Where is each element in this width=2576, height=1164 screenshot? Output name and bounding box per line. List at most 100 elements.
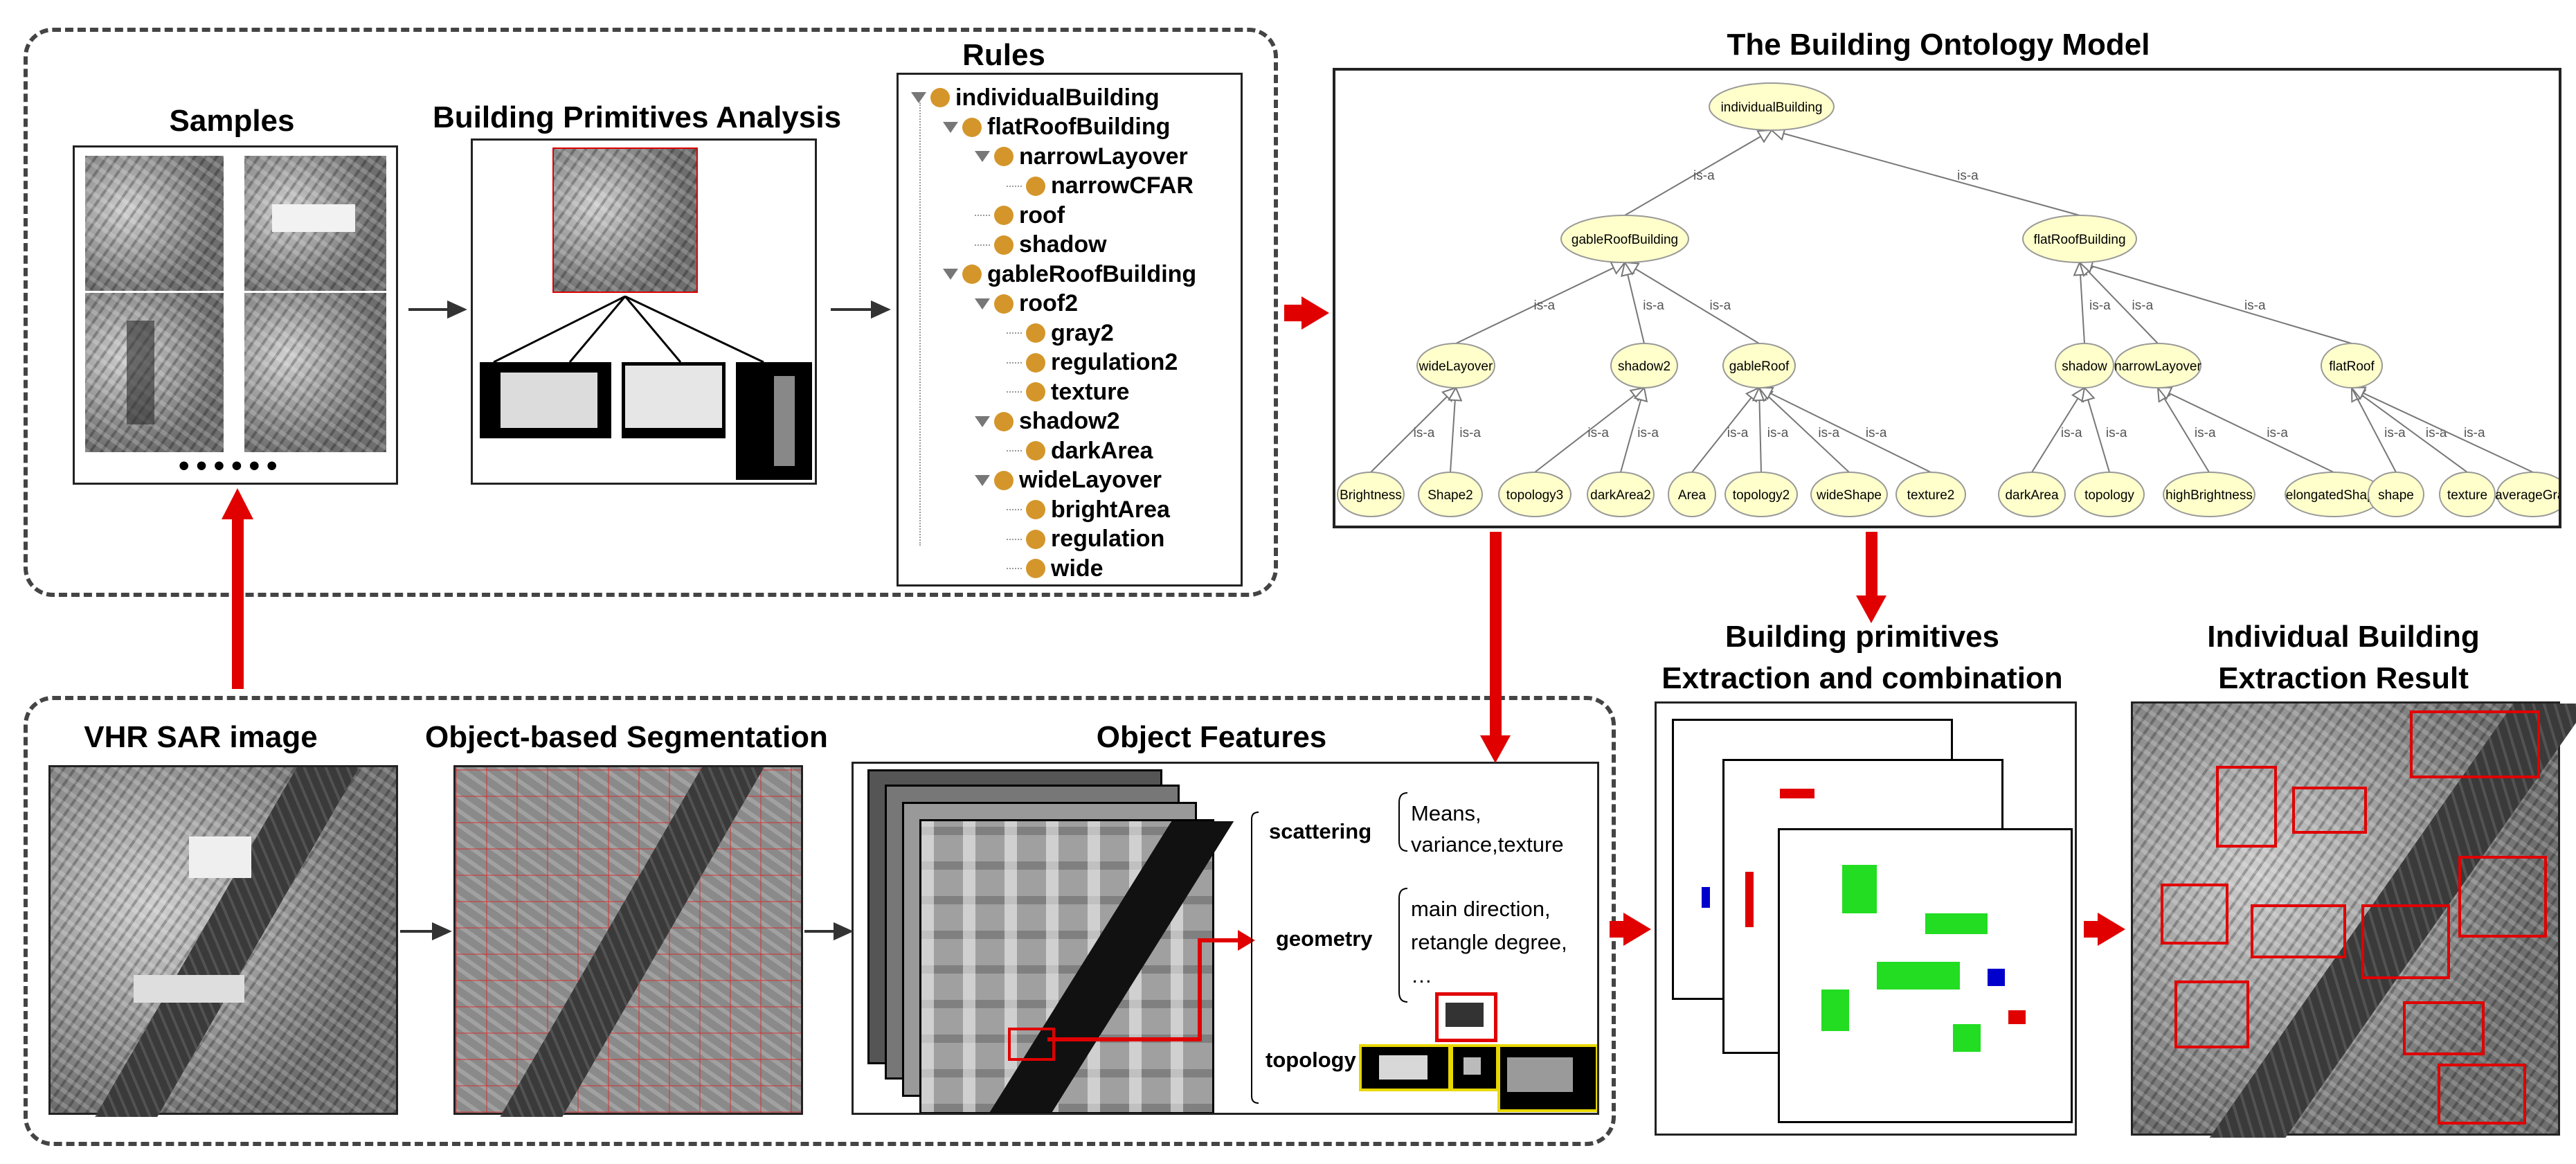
rules-tree-item[interactable]: roof	[975, 201, 1065, 231]
sample-image-1	[85, 156, 224, 291]
rules-tree-item[interactable]: shadow	[975, 231, 1107, 260]
expand-triangle-icon[interactable]	[943, 121, 958, 133]
rules-tree-item[interactable]: shadow2	[975, 407, 1119, 437]
primitive-part-1	[480, 362, 611, 438]
isa-edge	[1455, 262, 1625, 344]
isa-edge	[1624, 262, 1760, 344]
ontology-node-narrowLayover[interactable]	[2114, 343, 2201, 388]
feature-geometry-desc-1: main direction,	[1411, 897, 1551, 921]
ontology-node-label: narrowLayover	[2114, 359, 2201, 374]
result-image	[2131, 701, 2576, 1138]
ontology-node-darkArea2[interactable]	[1587, 472, 1655, 517]
rules-tree-item[interactable]: wideLayover	[975, 466, 1162, 496]
rules-tree-label: shadow	[1019, 231, 1107, 258]
ontology-node-flatRoof[interactable]	[2321, 343, 2383, 388]
isa-edge	[1534, 387, 1645, 473]
black-arrow-segmentation-to-features	[804, 922, 854, 941]
ontology-node-highBrightness[interactable]	[2163, 472, 2255, 517]
ontology-node-shadow[interactable]	[2055, 343, 2114, 388]
rules-tree-item[interactable]: narrowCFAR	[1007, 172, 1194, 202]
isa-edge	[1758, 387, 1850, 473]
rules-tree-label: regulation2	[1051, 349, 1178, 376]
expand-triangle-icon[interactable]	[943, 269, 958, 280]
rules-tree-item[interactable]: brightArea	[1007, 495, 1170, 525]
segmentation-title: Object-based Segmentation	[425, 720, 828, 754]
rules-tree-item[interactable]: flatRoofBuilding	[943, 113, 1170, 143]
ontology-node-topology2[interactable]	[1724, 472, 1798, 517]
ontology-node-area[interactable]	[1668, 472, 1716, 517]
primitives-analysis-title: Building Primitives Analysis	[432, 100, 842, 134]
ontology-node-gable[interactable]	[1560, 215, 1689, 263]
isa-edge-label: is-a	[2464, 426, 2485, 440]
feature-layer-1	[919, 819, 1234, 1113]
rules-tree-label: brightArea	[1051, 496, 1170, 523]
ontology-node-shadow2[interactable]	[1610, 343, 1678, 388]
class-bullet-icon	[994, 411, 1014, 431]
more-samples-dots: ••••••	[179, 449, 285, 483]
rules-tree-label: shadow2	[1019, 408, 1120, 435]
rules-tree-item[interactable]: regulation2	[1007, 348, 1178, 378]
isa-edge	[2079, 262, 2352, 344]
ontology-node-brightness[interactable]	[1337, 472, 1405, 517]
rules-tree-item[interactable]: roof2	[975, 289, 1078, 319]
ontology-node-texture[interactable]	[2439, 472, 2496, 517]
rules-tree-item[interactable]: texture	[1007, 377, 1129, 407]
ontology-node-label: topology	[2084, 488, 2134, 503]
ontology-node-shape2[interactable]	[1418, 472, 1483, 517]
ontology-node-label: topology2	[1733, 488, 1790, 503]
ontology-node-gableRoof[interactable]	[1722, 343, 1796, 388]
ontology-node-darkArea[interactable]	[1998, 472, 2066, 517]
rules-tree-item[interactable]: individualBuilding	[911, 83, 1160, 113]
expand-triangle-icon[interactable]	[975, 151, 990, 163]
feature-pointer	[1047, 792, 1408, 1104]
rules-tree-item[interactable]: gray2	[1007, 319, 1114, 348]
tree-connector	[1007, 568, 1022, 570]
black-arrow-samples-to-analysis	[408, 300, 467, 319]
object-features-title: Object Features	[1096, 720, 1327, 754]
ontology-node-flat[interactable]	[2022, 215, 2137, 263]
rules-tree-item[interactable]: narrowLayover	[975, 142, 1188, 172]
class-bullet-icon	[962, 117, 982, 137]
rules-tree-label: gray2	[1051, 319, 1114, 346]
rules-tree-item[interactable]: regulation	[1007, 525, 1164, 555]
selected-object-marker	[1008, 1028, 1055, 1061]
ontology-node-label: Brightness	[1340, 488, 1402, 503]
ontology-node-averageGray[interactable]	[2496, 472, 2559, 517]
ontology-node-topology[interactable]	[2074, 472, 2145, 517]
result-title-line2: Extraction Result	[2218, 661, 2469, 695]
primitive-decomposition-lines	[493, 295, 764, 364]
rules-tree-item[interactable]: wide	[1007, 554, 1104, 584]
ontology-node-wideLayover[interactable]	[1416, 343, 1495, 388]
isa-edge	[2031, 387, 2085, 473]
tree-connector	[1007, 391, 1022, 393]
ontology-node-topology3[interactable]	[1498, 472, 1571, 517]
vhr-sar-image	[48, 765, 398, 1117]
ontology-node-label: highBrightness	[2165, 488, 2253, 503]
black-arrow-sar-to-segmentation	[400, 922, 452, 941]
topology-thumb-2	[1450, 1044, 1499, 1091]
expand-triangle-icon[interactable]	[975, 298, 990, 310]
expand-triangle-icon[interactable]	[911, 92, 926, 104]
isa-edge	[1624, 262, 1645, 344]
expand-triangle-icon[interactable]	[975, 415, 990, 427]
isa-edge-label: is-a	[1637, 426, 1659, 440]
ontology-node-wideShape[interactable]	[1810, 472, 1888, 517]
tree-connector	[975, 215, 990, 217]
expand-triangle-icon[interactable]	[975, 474, 990, 486]
rules-tree-item[interactable]: darkArea	[1007, 436, 1153, 466]
ontology-node-texture2[interactable]	[1895, 472, 1966, 517]
isa-edge-label: is-a	[1459, 426, 1481, 440]
ontology-node-root[interactable]	[1709, 82, 1835, 131]
feature-geometry-label: geometry	[1276, 926, 1373, 951]
ontology-node-label: individualBuilding	[1721, 100, 1823, 115]
isa-edge-label: is-a	[2132, 298, 2154, 313]
ontology-node-label: gableRoof	[1729, 359, 1790, 374]
rules-tree-label: individualBuilding	[955, 84, 1160, 111]
ontology-node-label: shadow	[2062, 359, 2107, 374]
ontology-node-shape[interactable]	[2368, 472, 2424, 517]
ontology-node-label: averageGray	[2495, 488, 2559, 503]
rules-tree-item[interactable]: gableRoofBuilding	[943, 260, 1196, 289]
isa-edge	[2351, 387, 2397, 473]
